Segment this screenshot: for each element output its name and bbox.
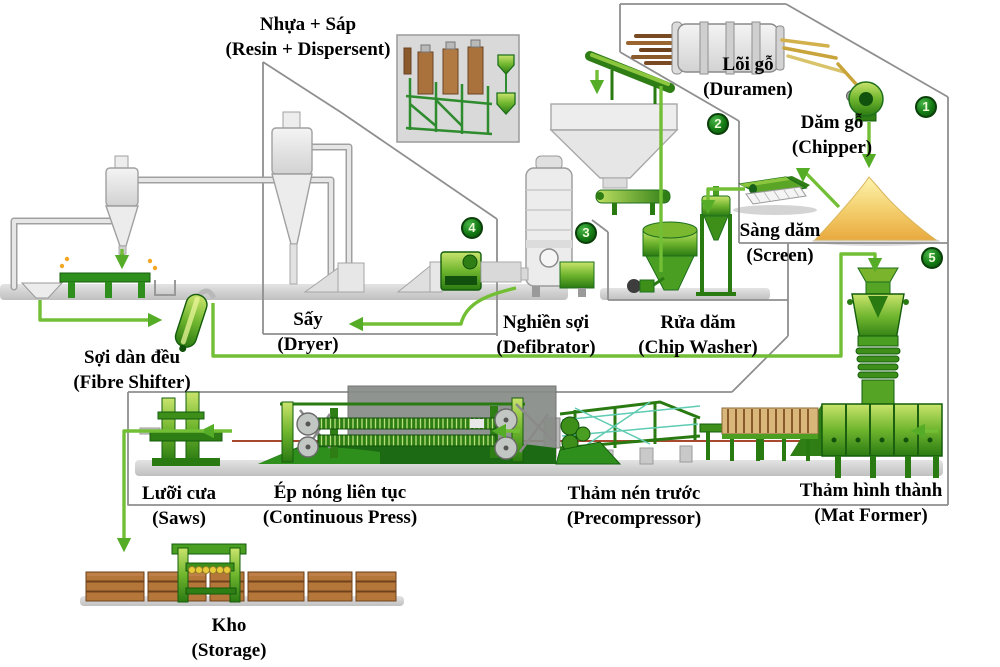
step-badge-2: 2 (707, 113, 729, 135)
debarker-drum (626, 21, 858, 86)
label-storage: Kho (Storage) (191, 615, 267, 661)
fibre-sifter-cylinder (174, 288, 217, 353)
continuous-press-machine (258, 385, 622, 465)
defibrator-infeed-conveyor (585, 51, 675, 104)
mat-roller-bank (721, 407, 819, 461)
label-screen: Sàng dăm (Screen) (739, 220, 821, 266)
screen-machine (738, 176, 810, 205)
label-fibre-shifter: Sợi dàn đều (Fibre Shifter) (73, 347, 191, 393)
label-duramen: Lõi gỗ (Duramen) (703, 54, 793, 100)
resin-dosing-station (396, 34, 520, 143)
label-mat-former: Thảm hình thành (Mat Former) (799, 480, 943, 526)
step-badge-5: 5 (921, 247, 943, 269)
label-saws: Lưỡi cưa (Saws) (142, 483, 216, 529)
saws-machine (139, 391, 223, 466)
dryer-cyclone-large (271, 111, 313, 285)
defibrator-machine (497, 103, 679, 297)
label-chipper: Dăm gỗ (Chipper) (791, 112, 873, 158)
label-defibrator: Nghiền sợi (Defibrator) (496, 312, 596, 358)
sifter-cyclone-small (105, 155, 139, 262)
chipper-machine (846, 81, 884, 122)
dryer-fan (303, 251, 522, 293)
label-resin: Nhựa + Sáp (Resin + Dispersent) (225, 14, 391, 60)
dryer-pipes (10, 143, 353, 292)
step-badge-4: 4 (461, 217, 483, 239)
mat-former-machine (790, 267, 943, 478)
label-dryer: Sấy (Dryer) (277, 309, 339, 355)
fibre-shifter-table (20, 256, 176, 299)
step-badge-3: 3 (575, 222, 597, 244)
label-precompressor: Thảm nén trước (Precompressor) (566, 483, 702, 529)
storage-stacks (85, 571, 397, 602)
label-chip-washer: Rửa dăm (Chip Washer) (638, 312, 758, 358)
storage-stacker-crane (171, 543, 247, 603)
step-badge-1: 1 (915, 96, 937, 118)
chip-pile (813, 176, 938, 241)
flow-lines (38, 70, 938, 553)
label-continuous-press: Ép nóng liên tục (Continuous Press) (262, 482, 418, 528)
